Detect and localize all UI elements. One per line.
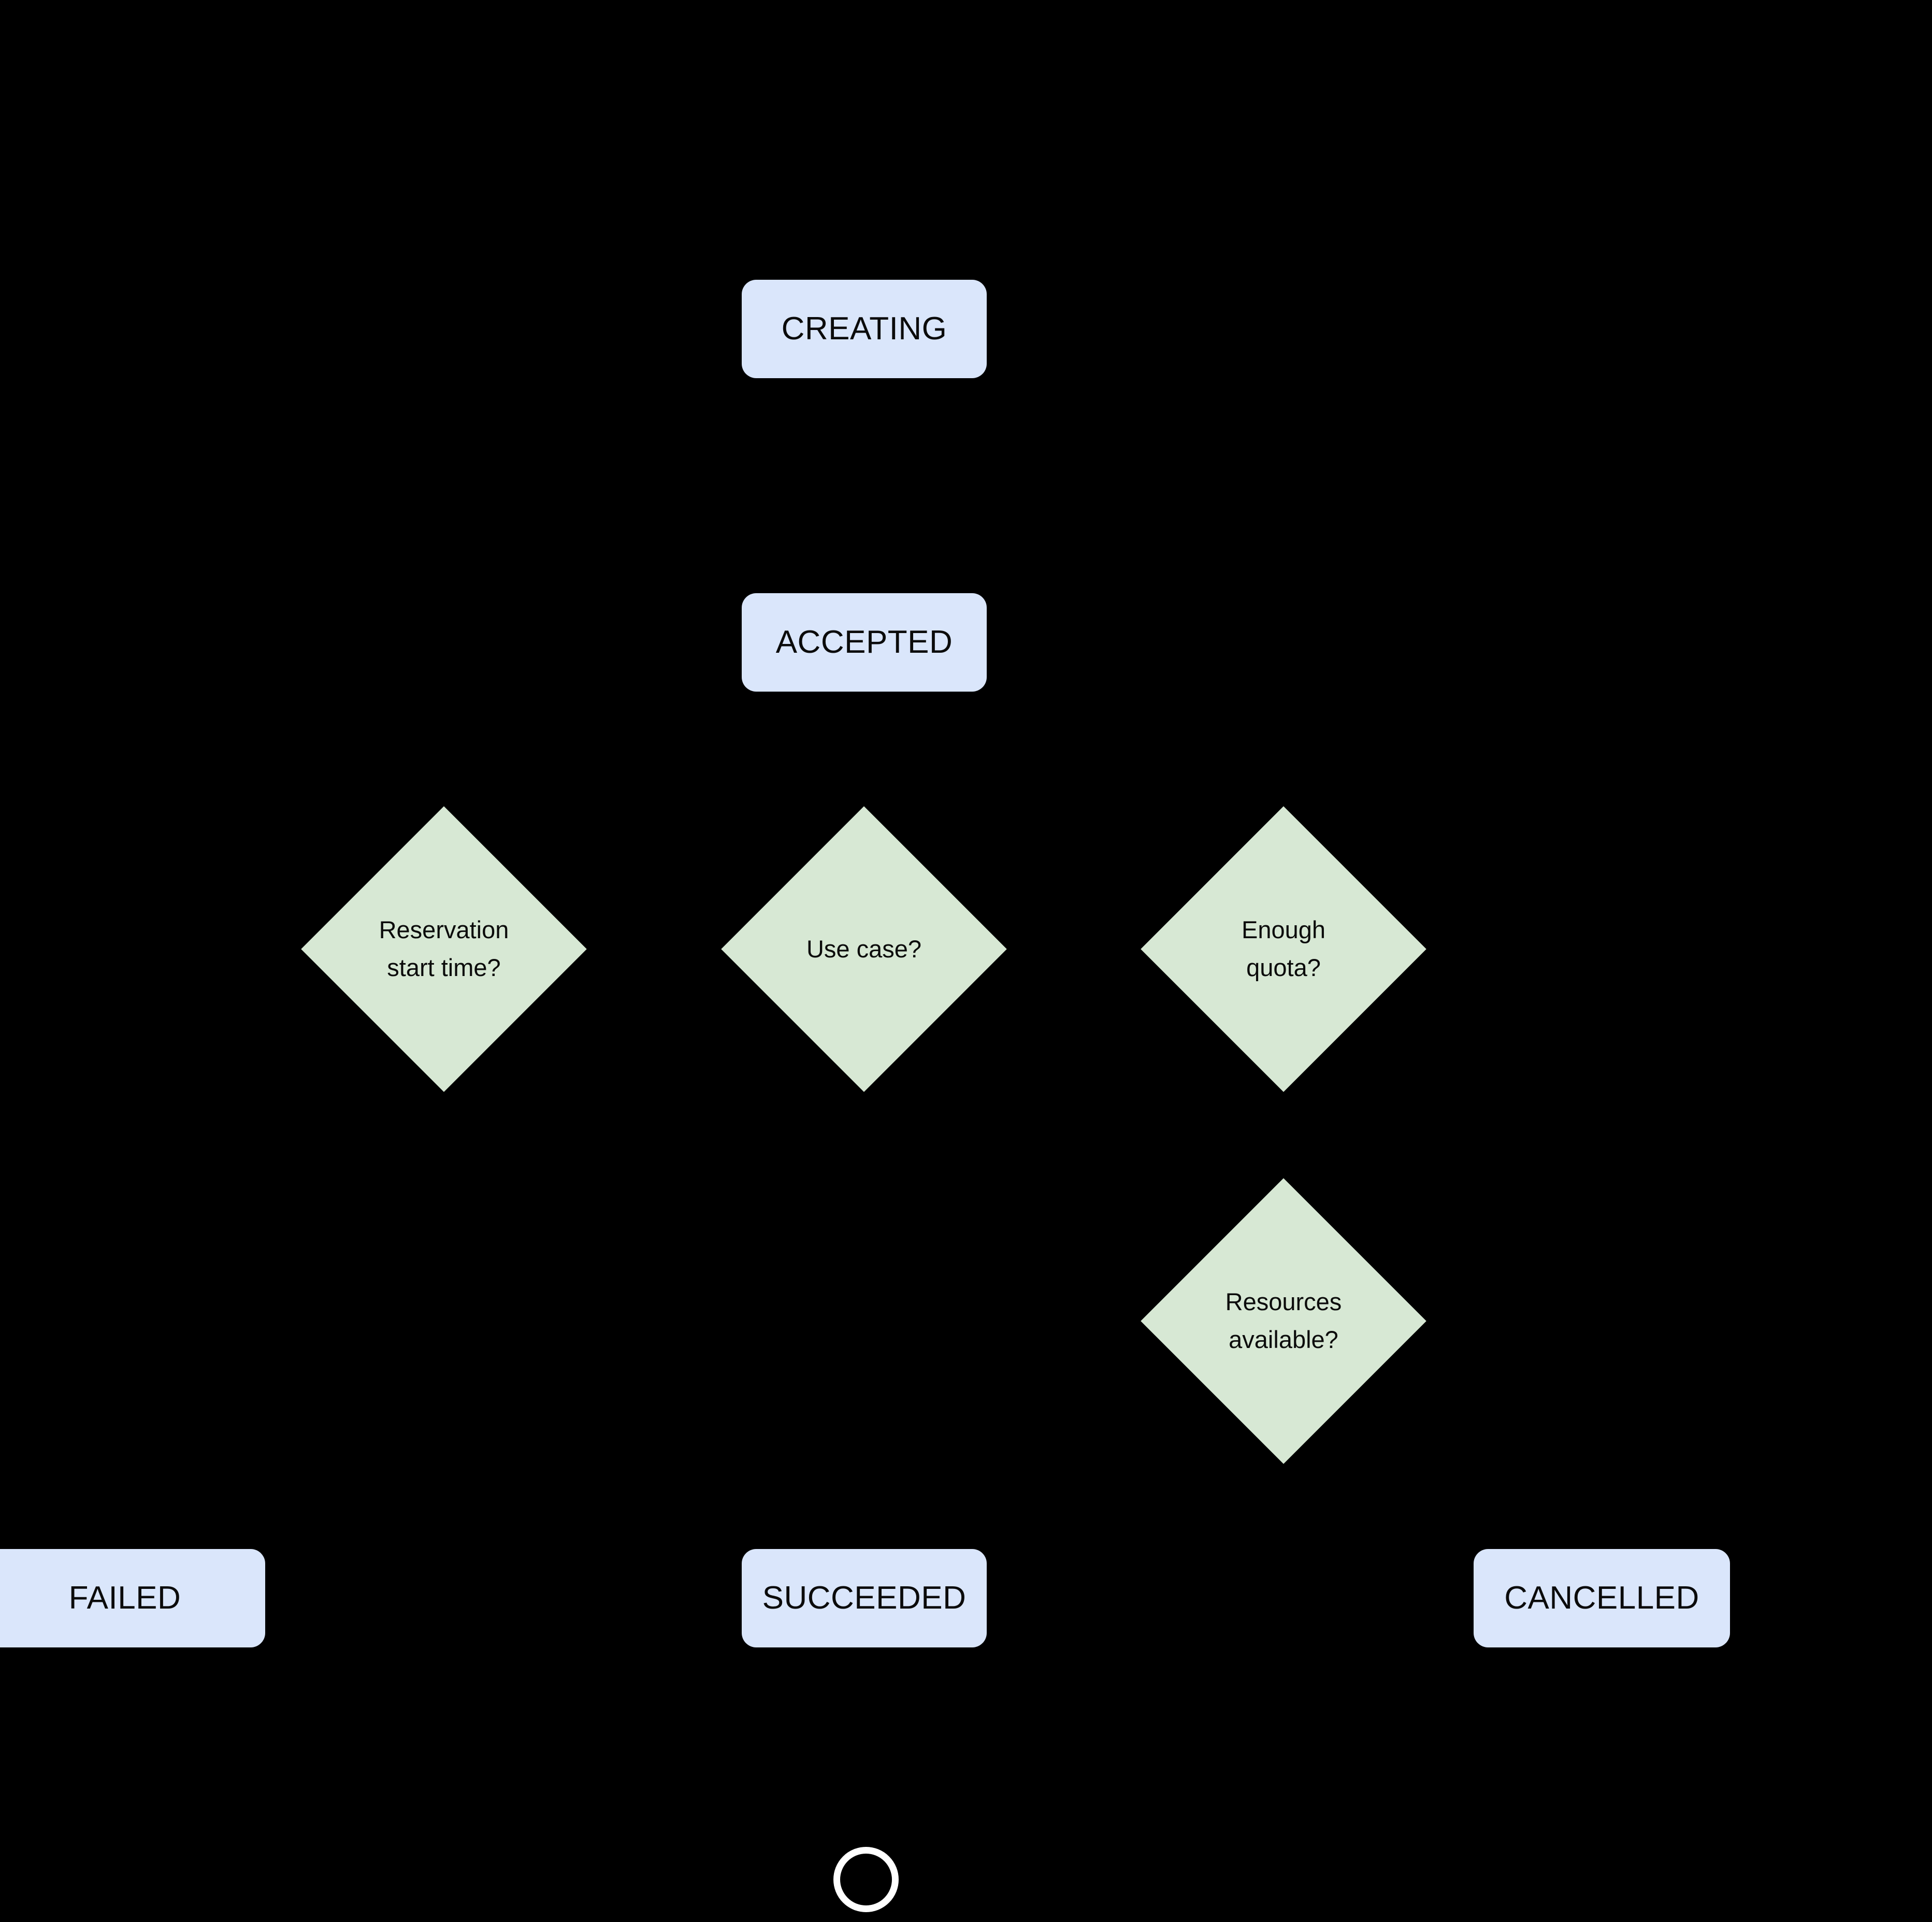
state-label-accepted: ACCEPTED [775,624,953,661]
state-label-cancelled: CANCELLED [1504,1580,1699,1616]
decision-label-reservation-start-time: Reservation start time? [379,916,509,981]
decision-node-use-case[interactable]: Use case? [721,806,1007,1092]
end-terminator-circle [833,1847,899,1912]
decision-node-enough-quota[interactable]: Enough quota? [1141,806,1426,1092]
state-node-accepted[interactable]: ACCEPTED [742,593,987,692]
edge-accepted-reservation [427,692,866,855]
decision-label-resources-available: Resources available? [1225,1288,1342,1353]
decision-node-reservation-start-time[interactable]: Reservation start time? [301,806,587,1092]
decision-label-enough-quota: Enough quota? [1241,916,1326,981]
decision-label-use-case: Use case? [806,935,922,963]
edge-reservation-failed [108,1050,446,1556]
edge-accepted-quota [862,692,1300,855]
state-label-succeeded: SUCCEEDED [762,1580,967,1616]
state-node-cancelled[interactable]: CANCELLED [1474,1549,1730,1647]
state-node-failed[interactable]: FAILED [0,1549,265,1647]
decision-node-resources-available[interactable]: Resources available? [1141,1178,1426,1464]
edge-resources-cancelled [1281,1422,1618,1556]
state-node-succeeded[interactable]: SUCCEEDED [742,1549,987,1647]
state-node-creating[interactable]: CREATING [742,280,987,378]
state-label-creating: CREATING [781,311,947,347]
state-label-failed: FAILED [68,1580,181,1616]
